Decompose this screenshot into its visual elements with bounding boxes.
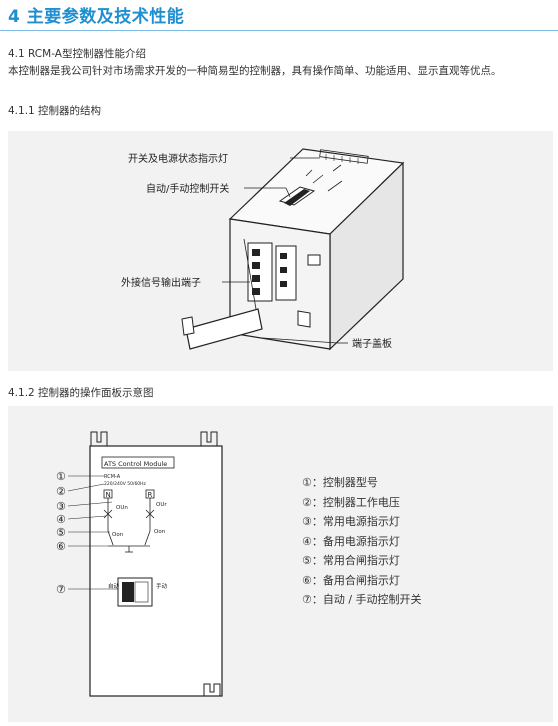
terminal-block [247, 242, 321, 302]
manual-switch [278, 186, 316, 206]
module-title: ATS Control Module [104, 460, 167, 468]
terminal-cover [181, 238, 263, 350]
legend-item: ⑦：自动 / 手动控制开关 [302, 593, 422, 606]
section-title: 4 主要参数及技术性能 [8, 7, 185, 27]
legend-item: ①：控制器型号 [302, 476, 378, 489]
marker-4: ④ [56, 513, 66, 526]
subsection-heading-4-1-2: 4.1.2 控制器的操作面板示意图 [8, 387, 154, 399]
label-terminal: 外接信号输出端子 [121, 276, 201, 289]
legend-item: ⑥：备用合闸指示灯 [302, 573, 400, 587]
n-box-label: N [106, 491, 111, 499]
label-indicator: 开关及电源状态指示灯 [128, 152, 228, 165]
r-box-label: R [148, 491, 153, 499]
indicator-strip [319, 149, 369, 164]
legend-item: ④：备用电源指示灯 [302, 534, 400, 548]
subsection-heading-4-1-1: 4.1.1 控制器的结构 [8, 105, 102, 117]
model-text: RCM-A [104, 474, 121, 480]
oon-right-text: Oon [154, 529, 166, 535]
marker-7: ⑦ [56, 583, 66, 596]
marker-6: ⑥ [56, 540, 66, 553]
manual-label: 手动 [156, 582, 168, 590]
marker-5: ⑤ [56, 526, 66, 539]
intro-paragraph: 本控制器是我公司针对市场需求开发的一种简易型的控制器，具有操作简单、功能适用、显… [8, 65, 502, 77]
marker-3: ③ [56, 500, 66, 513]
our-r-text: OUr [156, 502, 167, 508]
panel-legend: ①：控制器型号 ②：控制器工作电压 ③：常用电源指示灯 ④：备用电源指示灯 ⑤：… [302, 473, 422, 610]
subsection-heading-4-1: 4.1 RCM-A型控制器性能介绍 [8, 48, 146, 60]
marker-1: ① [56, 470, 66, 483]
voltage-text: 220/240V 50/60Hz [104, 481, 147, 487]
legend-item: ②：控制器工作电压 [302, 495, 400, 509]
label-manual-switch: 自动/手动控制开关 [146, 182, 229, 195]
our-n-text: OUn [116, 505, 128, 511]
legend-item: ⑤：常用合闸指示灯 [302, 554, 400, 567]
title-divider [0, 30, 558, 31]
label-cover: 端子盖板 [352, 337, 392, 350]
operation-panel-figure: ATS Control Module RCM-A 220/240V 50/60H… [8, 406, 553, 722]
auto-manual-switch [117, 577, 153, 607]
marker-2: ② [56, 485, 66, 498]
operation-panel-drawing: ATS Control Module RCM-A 220/240V 50/60H… [56, 431, 223, 697]
auto-label: 自动 [108, 582, 120, 590]
legend-item: ③：常用电源指示灯 [302, 515, 400, 528]
structure-figure: 开关及电源状态指示灯 自动/手动控制开关 外接信号输出端子 端子盖板 [8, 131, 553, 371]
oon-left-text: Oon [112, 532, 124, 538]
controller-structure-drawing: 开关及电源状态指示灯 自动/手动控制开关 外接信号输出端子 端子盖板 [121, 148, 405, 351]
